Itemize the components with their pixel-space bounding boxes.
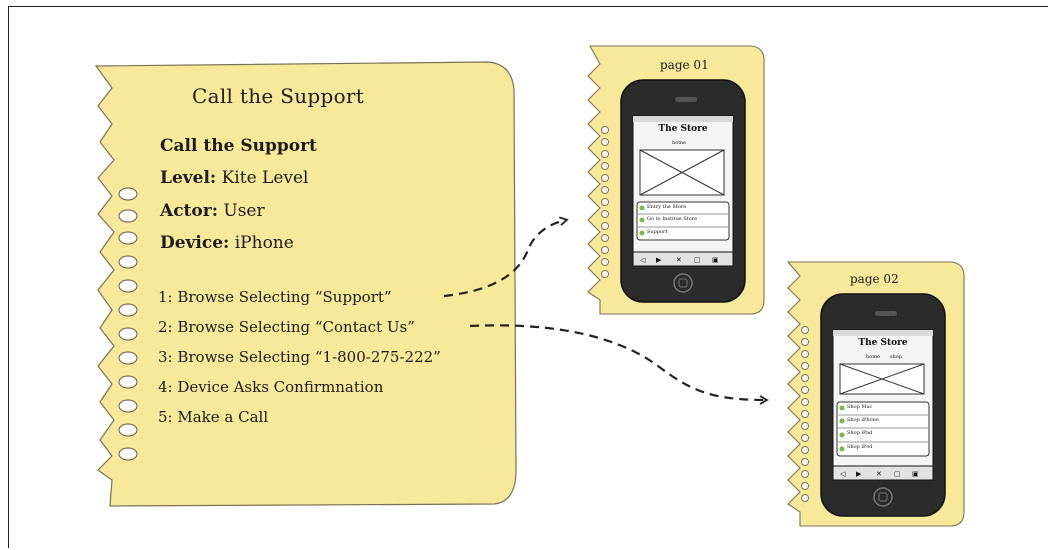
svg-text:◁: ◁: [840, 470, 846, 478]
page-02-note: [786, 261, 965, 527]
page-01-menu-item-2: Go to Institue Store: [647, 216, 698, 222]
note-binding-holes: [118, 187, 138, 461]
page-02-nav-shop: shop: [890, 354, 902, 360]
page-02-menu-item-4: Shop iPod: [847, 444, 873, 450]
page-01-holes: [601, 126, 609, 278]
svg-text:✕: ✕: [676, 256, 682, 264]
page-02-menu-item-2: Shop iPhone: [847, 417, 879, 423]
step-4: 4: Device Asks Confirmnation: [158, 378, 384, 396]
actor-label: Actor:: [160, 201, 218, 221]
svg-text:▶: ▶: [856, 470, 862, 478]
phone-toolbars: ◁ ▶ ✕ ▢ ▣ ◁ ▶ ✕ ▢ ▣: [640, 256, 919, 478]
step-1: 1: Browse Selecting “Support”: [158, 288, 392, 306]
page-01-note: [587, 45, 765, 315]
arrow-step2-to-page02: [469, 324, 769, 405]
page-01-menu-item-1: Entry the Store: [647, 204, 687, 210]
device-value: iPhone: [234, 233, 294, 253]
page-02-store-title: The Store: [858, 338, 908, 348]
diagram-frame: [8, 6, 1048, 548]
step-2: 2: Browse Selecting “Contact Us”: [158, 318, 415, 336]
svg-text:✕: ✕: [876, 470, 882, 478]
svg-text:◁: ◁: [640, 256, 646, 264]
page-01-nav-home: home: [672, 140, 686, 146]
arrow-step1-to-page01: [443, 216, 569, 298]
page-01-menu-item-3: Support: [647, 229, 668, 235]
level-value: Kite Level: [221, 168, 309, 188]
page-02-label: page 02: [850, 272, 899, 286]
device-row: Device: iPhone: [160, 233, 294, 253]
page-02-menu-item-1: Shop Mac: [847, 404, 873, 410]
svg-text:▢: ▢: [694, 256, 701, 264]
step-5: 5: Make a Call: [158, 408, 269, 426]
note-header: Call the Support: [192, 84, 365, 108]
svg-text:▶: ▶: [656, 256, 662, 264]
page-02-holes: [801, 326, 809, 502]
use-case-title: Call the Support: [160, 136, 317, 156]
use-case-note: [94, 61, 517, 507]
step-3: 3: Browse Selecting “1-800-275-222”: [158, 348, 441, 366]
phone-01-home-button: [673, 273, 693, 293]
svg-text:▣: ▣: [712, 256, 719, 264]
device-label: Device:: [160, 233, 230, 253]
svg-text:▣: ▣: [912, 470, 919, 478]
actor-value: User: [223, 201, 265, 221]
phone-02-home-button: [873, 487, 893, 507]
page-02-menu-item-3: Shop iPad: [847, 430, 873, 436]
page-01-store-title: The Store: [658, 124, 708, 134]
page-01-label: page 01: [660, 58, 709, 72]
svg-text:▢: ▢: [894, 470, 901, 478]
level-label: Level:: [160, 168, 217, 188]
actor-row: Actor: User: [160, 201, 265, 221]
level-row: Level: Kite Level: [160, 168, 309, 188]
page-02-nav-home: home: [866, 354, 880, 360]
